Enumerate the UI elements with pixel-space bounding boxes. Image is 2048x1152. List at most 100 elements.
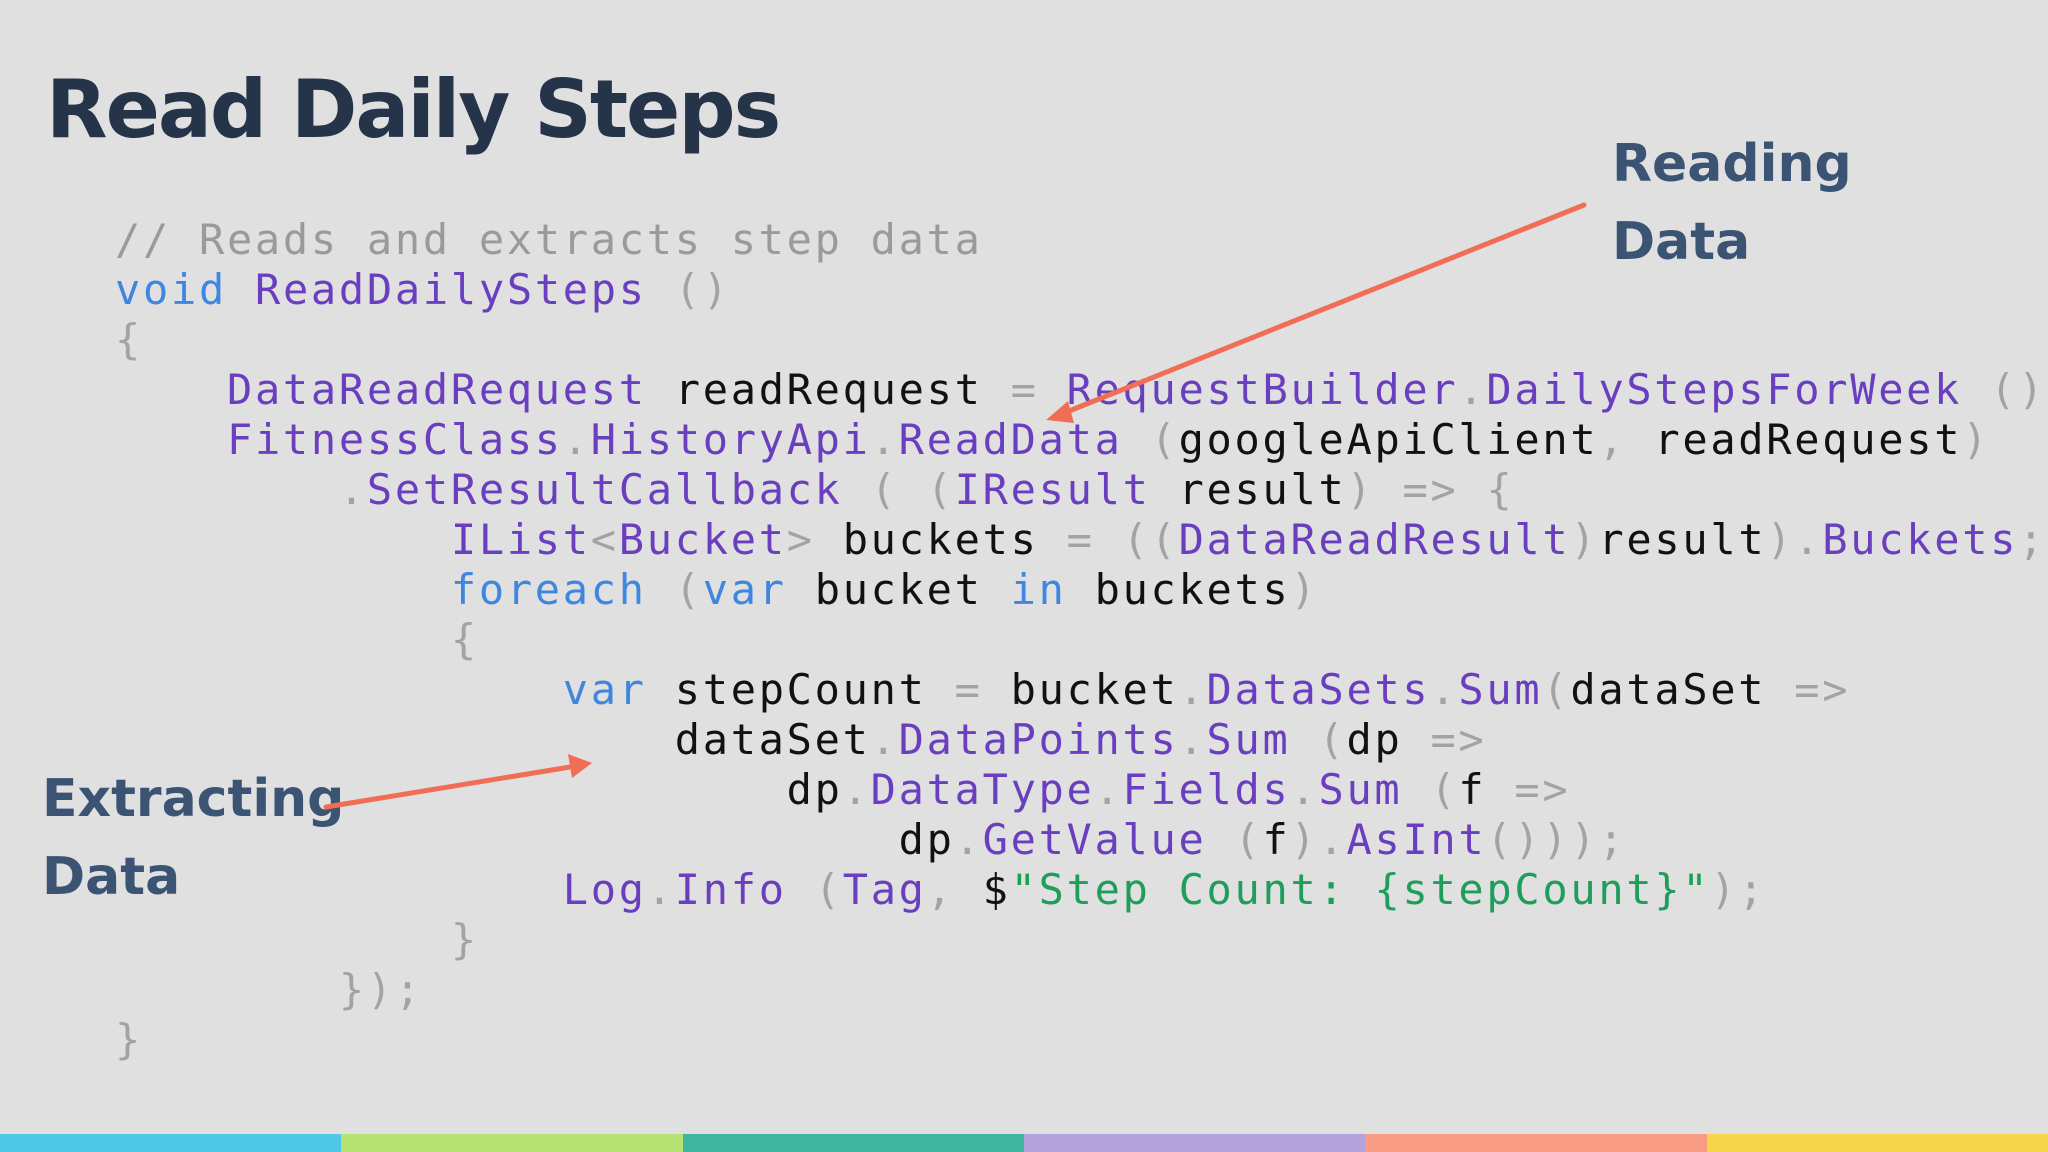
code-token-punct: .: [842, 765, 871, 814]
code-token-punct: .: [1178, 665, 1207, 714]
code-line: }: [115, 915, 2048, 965]
code-token-punct: (: [926, 465, 955, 514]
callout-reading-line-1: Reading: [1612, 134, 1852, 194]
code-token-keyword: void: [115, 265, 227, 314]
code-line: FitnessClass.HistoryApi.ReadData (google…: [115, 415, 2048, 465]
code-line: foreach (var bucket in buckets): [115, 565, 2048, 615]
code-token-punct: .: [646, 865, 675, 914]
code-token-punct: (: [1318, 715, 1347, 764]
code-token-punct: (: [814, 865, 843, 914]
code-token-keyword: in: [1010, 565, 1067, 614]
code-line: var stepCount = bucket.DataSets.Sum(data…: [115, 665, 2048, 715]
code-token-punct: =: [1010, 365, 1039, 414]
code-token-punct: =: [1066, 515, 1095, 564]
code-token-member: DataSets: [1206, 665, 1431, 714]
code-token-punct: ).: [1766, 515, 1823, 564]
code-token-type: Bucket: [618, 515, 787, 564]
code-token-plain: [1290, 715, 1318, 764]
code-token-member: DataPoints: [898, 715, 1179, 764]
code-token-plain: [115, 915, 451, 964]
callout-reading-line-2: Data: [1612, 212, 1751, 272]
code-token-punct: ((: [1122, 515, 1179, 564]
code-token-plain: dataSet: [115, 715, 871, 764]
code-token-member: Sum: [1458, 665, 1543, 714]
code-line: dataSet.DataPoints.Sum (dp =>: [115, 715, 2048, 765]
code-token-punct: >: [786, 515, 815, 564]
code-token-type: Log: [562, 865, 647, 914]
callout-extracting-data: Extracting Data: [42, 760, 344, 916]
accent-segment-5: [1365, 1134, 1707, 1152]
code-token-keyword: var: [562, 665, 647, 714]
code-token-member: DataType: [870, 765, 1095, 814]
code-token-plain: [843, 465, 871, 514]
code-token-plain: [115, 565, 451, 614]
code-token-punct: (: [870, 465, 899, 514]
code-token-plain: buckets: [814, 515, 1067, 564]
code-line: .SetResultCallback ( (IResult result) =>…: [115, 465, 2048, 515]
code-token-punct: ): [1962, 415, 1991, 464]
code-token-member: GetValue: [982, 815, 1207, 864]
code-token-punct: ).: [1290, 815, 1347, 864]
code-token-type: RequestBuilder: [1066, 365, 1459, 414]
code-token-punct: ()));: [1486, 815, 1627, 864]
code-token-punct: =>: [1794, 665, 1851, 714]
code-token-punct: {: [115, 315, 143, 364]
code-line: IList<Bucket> buckets = ((DataReadResult…: [115, 515, 2048, 565]
code-token-punct: ,: [1598, 415, 1627, 464]
code-token-punct: .: [954, 815, 983, 864]
code-token-plain: stepCount: [646, 665, 955, 714]
accent-color-bar: [0, 1134, 2048, 1152]
code-token-plain: bucket: [786, 565, 1011, 614]
code-line: {: [115, 615, 2048, 665]
slide-title: Read Daily Steps: [46, 63, 781, 156]
code-token-punct: .: [1458, 365, 1487, 414]
code-token-punct: .: [1290, 765, 1319, 814]
code-token-punct: }: [450, 915, 479, 964]
accent-segment-6: [1706, 1134, 2048, 1152]
code-token-type: IResult: [954, 465, 1151, 514]
code-token-punct: .: [1094, 765, 1123, 814]
code-token-keyword: foreach: [450, 565, 647, 614]
code-token-punct: =>: [1514, 765, 1571, 814]
code-token-member: Fields: [1122, 765, 1291, 814]
code-token-plain: [227, 265, 255, 314]
code-token-punct: ): [1290, 565, 1319, 614]
code-token-punct: ();: [1990, 365, 2048, 414]
code-token-punct: =: [954, 665, 983, 714]
code-token-member: Buckets: [1822, 515, 2019, 564]
code-token-member: DailyStepsForWeek: [1486, 365, 1963, 414]
code-token-keyword: var: [702, 565, 787, 614]
code-line: // Reads and extracts step data: [115, 215, 2048, 265]
code-token-plain: [115, 415, 227, 464]
code-token-plain: [899, 465, 927, 514]
code-token-punct: (: [674, 565, 703, 614]
code-token-punct: );: [1710, 865, 1767, 914]
code-token-punct: .: [1430, 665, 1459, 714]
code-token-member: SetResultCallback: [366, 465, 843, 514]
code-token-plain: [1374, 465, 1402, 514]
code-token-plain: [647, 565, 675, 614]
code-token-type: ReadDailySteps: [254, 265, 647, 314]
code-token-punct: .: [562, 415, 591, 464]
code-token-comment: // Reads and extracts step data: [115, 215, 983, 264]
code-token-plain: $: [954, 865, 1011, 914]
accent-segment-1: [0, 1134, 342, 1152]
code-token-punct: }: [115, 1015, 143, 1064]
code-token-member: ReadData: [898, 415, 1123, 464]
code-token-plain: f: [1458, 765, 1515, 814]
code-token-member: AsInt: [1346, 815, 1487, 864]
code-line: {: [115, 315, 2048, 365]
code-token-plain: buckets: [1066, 565, 1291, 614]
code-token-plain: [115, 615, 451, 664]
code-token-punct: <: [590, 515, 619, 564]
code-token-member: Sum: [1318, 765, 1403, 814]
code-token-punct: });: [338, 965, 423, 1014]
code-line: Log.Info (Tag, $"Step Count: {stepCount}…: [115, 865, 2048, 915]
code-token-plain: dp: [115, 815, 955, 864]
code-token-member: Info: [674, 865, 787, 914]
code-token-string: "Step Count: {stepCount}": [1010, 865, 1711, 914]
code-token-plain: dataSet: [1570, 665, 1795, 714]
code-token-plain: readRequest: [646, 365, 1011, 414]
code-token-plain: dp: [1346, 715, 1431, 764]
code-token-member: HistoryApi: [590, 415, 871, 464]
